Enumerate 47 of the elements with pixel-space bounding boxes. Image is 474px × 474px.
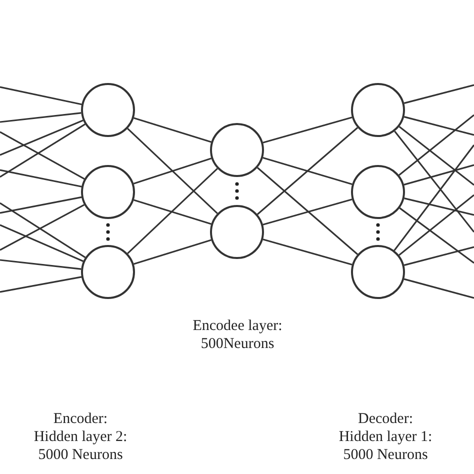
layer-caption: Encodee layer: 500Neurons xyxy=(192,317,284,353)
connection-line xyxy=(262,198,352,226)
connection-line xyxy=(404,164,474,186)
neuron-circle xyxy=(351,165,405,219)
connection-line xyxy=(0,204,85,251)
connection-line xyxy=(0,124,86,178)
neuron-circle xyxy=(81,165,135,219)
connection-line xyxy=(0,131,85,180)
connection-line xyxy=(398,194,474,256)
connection-line xyxy=(256,167,358,255)
connection-line xyxy=(134,199,212,225)
connection-line xyxy=(394,144,474,251)
connection-line xyxy=(127,128,218,214)
connection-line xyxy=(0,120,84,156)
connection-line xyxy=(0,169,82,188)
connection-line xyxy=(0,276,82,293)
connection-line xyxy=(262,238,352,266)
layer-caption: Encoder: Hidden layer 2: 5000 Neurons xyxy=(32,410,128,464)
neuron-circle xyxy=(81,83,135,137)
connection-line xyxy=(404,278,474,299)
connection-line xyxy=(404,198,474,216)
connection-line xyxy=(256,127,358,215)
connection-line xyxy=(133,158,212,184)
connection-line xyxy=(262,116,352,144)
connection-line xyxy=(398,114,474,176)
connection-line xyxy=(0,86,82,106)
neuron-circle xyxy=(351,83,405,137)
connection-line xyxy=(0,112,82,123)
connection-line xyxy=(404,116,474,136)
neuron-circle xyxy=(210,205,264,259)
neuron-circle xyxy=(81,245,135,299)
connection-line xyxy=(394,130,474,232)
layer-caption: Decoder: Hidden layer 1: 5000 Neurons xyxy=(338,410,434,464)
connection-line xyxy=(404,84,474,104)
connection-line xyxy=(398,126,474,186)
neuron-circle xyxy=(210,123,264,177)
connection-line xyxy=(404,246,474,266)
connection-line xyxy=(0,259,82,270)
connection-line xyxy=(0,224,84,262)
connection-line xyxy=(0,202,86,258)
connection-line xyxy=(0,196,82,214)
connection-line xyxy=(127,168,218,254)
connection-line xyxy=(262,156,352,186)
connection-line xyxy=(134,239,212,265)
connection-line xyxy=(134,117,212,143)
neuron-circle xyxy=(351,245,405,299)
connection-line xyxy=(399,207,474,264)
